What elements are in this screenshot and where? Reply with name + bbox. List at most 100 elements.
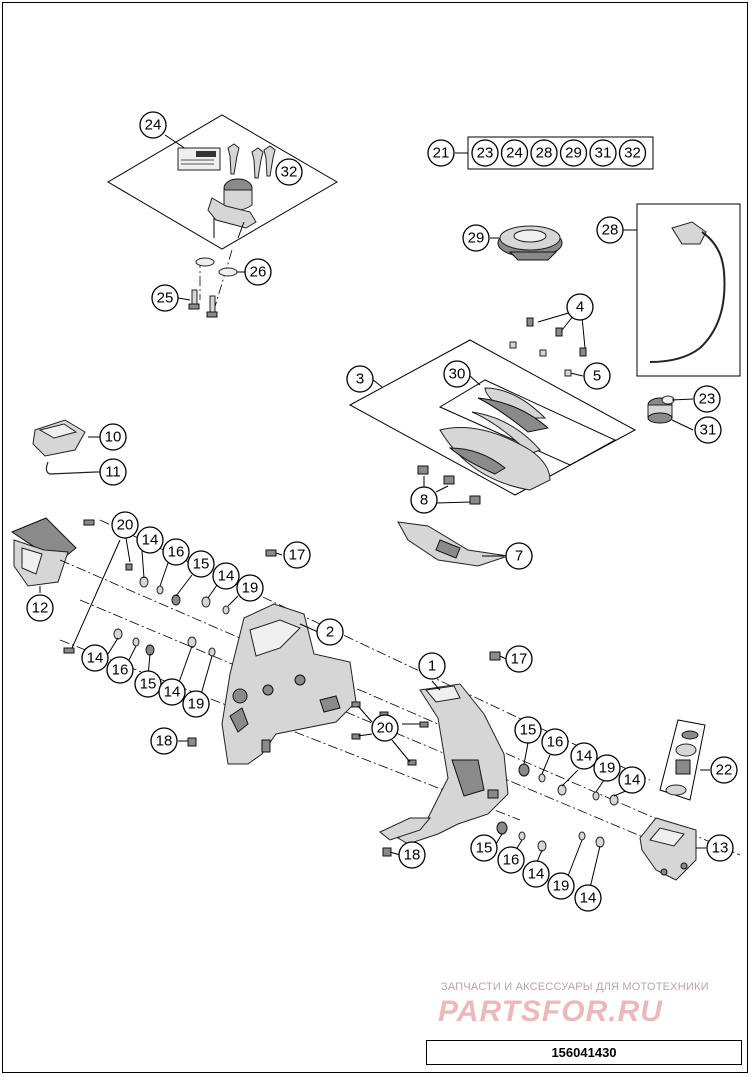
callout-label: 19 [188, 696, 205, 713]
callout-circle [99, 423, 127, 451]
kit-member-28: 28 [530, 139, 558, 167]
callout-10: 10 [99, 423, 127, 451]
callout-5: 5 [583, 362, 611, 390]
callout-circle [706, 834, 734, 862]
callout-8: 8 [410, 486, 438, 514]
callout-circle [136, 526, 164, 554]
callout-circle [530, 139, 558, 167]
callout-circle [283, 541, 311, 569]
callout-label: 21 [433, 145, 450, 162]
callout-13: 13 [706, 834, 734, 862]
callout-circle [398, 841, 426, 869]
callout-label: 16 [547, 734, 564, 751]
callout-19: 19 [236, 574, 264, 602]
callout-label: 14 [528, 866, 545, 883]
callout-label: 20 [377, 720, 394, 737]
small-cover-part [32, 419, 86, 457]
callout-15: 15 [187, 550, 215, 578]
callout-4: 4 [566, 293, 594, 321]
callout-circle [570, 742, 598, 770]
callout-label: 19 [599, 760, 616, 777]
callout-circle [158, 678, 186, 706]
callout-label: 10 [105, 429, 122, 446]
fastener-part [496, 763, 619, 852]
kit-member-24: 24 [500, 139, 529, 167]
callout-2: 2 [316, 618, 344, 646]
callout-15: 15 [134, 670, 162, 698]
callout-15: 15 [470, 834, 498, 862]
callout-label: 29 [468, 230, 485, 247]
rubber-bushing-part [417, 465, 481, 505]
callout-7: 7 [505, 542, 533, 570]
callout-14: 14 [212, 562, 240, 590]
callout-label: 32 [624, 145, 641, 162]
callout-label: 23 [699, 391, 716, 408]
callout-label: 15 [140, 676, 157, 693]
callout-label: 26 [250, 264, 267, 281]
callout-label: 14 [624, 772, 641, 789]
callout-circle [150, 727, 178, 755]
power-socket-kit-group [659, 719, 710, 801]
callout-circle [410, 486, 438, 514]
callout-circle [710, 756, 738, 784]
callout-label: 19 [242, 580, 259, 597]
tail-light-part [10, 517, 77, 587]
bracket-part [397, 521, 509, 567]
callout-11: 11 [99, 458, 127, 486]
callout-circle [559, 139, 588, 167]
callout-circle [443, 360, 471, 388]
callout-label: 17 [511, 651, 528, 668]
callout-label: 25 [157, 290, 174, 307]
callout-label: 24 [145, 117, 162, 134]
callout-31: 31 [694, 416, 722, 444]
callout-20: 20 [111, 511, 139, 539]
callout-circle [275, 158, 303, 186]
lock-cylinder-part [647, 395, 675, 424]
callout-circle [371, 714, 399, 742]
callout-circle [111, 511, 139, 539]
callout-circle [162, 538, 190, 566]
callout-circle [187, 550, 215, 578]
callout-label: 14 [164, 684, 181, 701]
callout-label: 28 [536, 145, 553, 162]
callout-label: 3 [356, 371, 364, 388]
drawing-number: 156041430 [426, 1040, 742, 1065]
callout-circle [346, 365, 374, 393]
callout-circle [182, 690, 210, 718]
callout-circle [139, 111, 167, 139]
callout-label: 8 [420, 492, 428, 509]
callout-circle [212, 562, 240, 590]
callout-label: 20 [117, 517, 134, 534]
callout-label: 2 [326, 624, 334, 641]
callout-circle [547, 872, 575, 900]
callout-16: 16 [106, 656, 134, 684]
callout-14: 14 [158, 678, 186, 706]
callout-circle [470, 834, 498, 862]
callout-label: 30 [449, 366, 466, 383]
screw-part [509, 317, 587, 377]
callout-label: 14 [580, 890, 597, 907]
kit-member-29: 29 [559, 139, 588, 167]
callout-label: 32 [281, 164, 298, 181]
left-side-cover-part [221, 603, 357, 765]
tank-cover-kit-group [348, 339, 637, 496]
kit-member-23: 23 [471, 139, 499, 167]
callout-label: 29 [565, 145, 582, 162]
watermark-tagline: ЗАПЧАСТИ И АКСЕССУАРЫ ДЛЯ МОТОТЕХНИКИ [441, 981, 709, 993]
callout-label: 14 [576, 748, 593, 765]
cable-box [636, 203, 741, 377]
callout-26: 26 [244, 258, 272, 286]
callout-label: 14 [218, 568, 235, 585]
rear-panel-part [639, 817, 697, 881]
callout-label: 15 [476, 840, 493, 857]
callout-circle [693, 385, 721, 413]
callout-14: 14 [136, 526, 164, 554]
callout-circle [618, 766, 646, 794]
callout-circle [596, 216, 624, 244]
callout-label: 31 [700, 422, 717, 439]
callout-17: 17 [505, 645, 533, 673]
callout-label: 11 [105, 464, 121, 481]
ignition-kit-group [107, 114, 338, 318]
callout-label: 5 [593, 368, 601, 385]
